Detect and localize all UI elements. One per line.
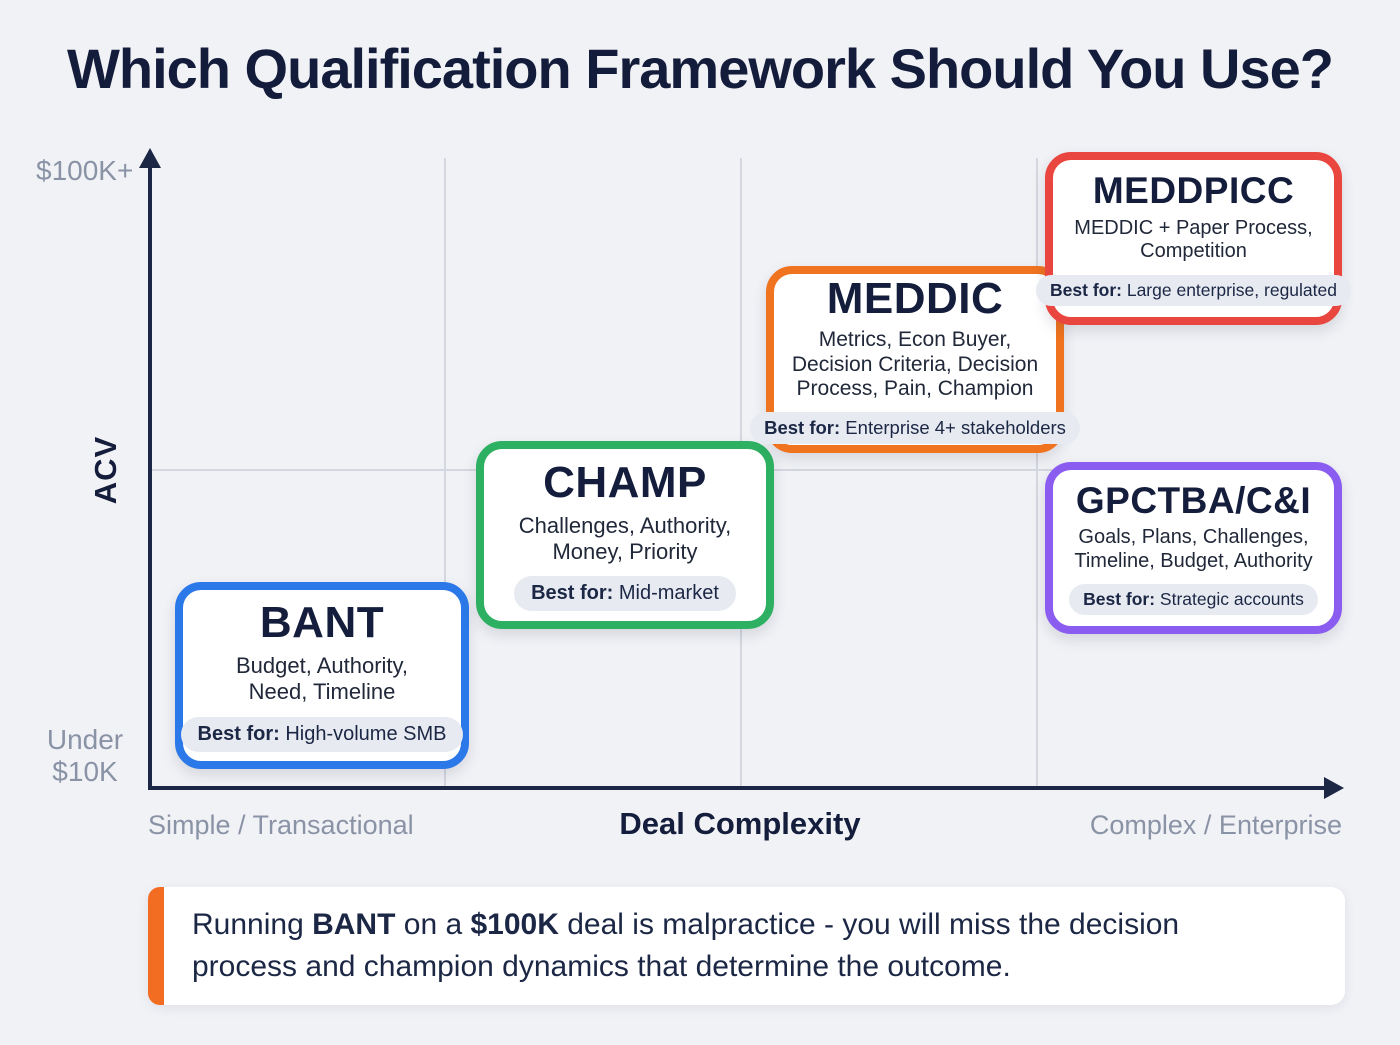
x-axis-line (148, 786, 1326, 790)
framework-components: Challenges, Authority, Money, Priority (519, 513, 731, 564)
gridline-vertical-3 (1036, 158, 1038, 788)
y-axis-title: ACV (88, 435, 123, 505)
best-for-value: Mid-market (613, 582, 719, 605)
framework-components-line: Competition (1140, 240, 1247, 263)
callout-text-line1: Running BANT on a $100K deal is malpract… (192, 904, 1315, 946)
framework-name: MEDDPICC (1092, 170, 1295, 212)
best-for-badge: Best for: Strategic accounts (1069, 584, 1318, 616)
x-axis-title: Deal Complexity (619, 806, 861, 841)
best-for-label: Best for: (764, 417, 841, 439)
framework-card-champ: CHAMP Challenges, Authority, Money, Prio… (476, 441, 774, 629)
best-for-label: Best for: (531, 582, 614, 605)
framework-components: Metrics, Econ Buyer, Decision Criteria, … (792, 328, 1038, 402)
framework-card-meddpicc: MEDDPICC MEDDIC + Paper Process, Competi… (1036, 152, 1351, 325)
framework-components: MEDDIC + Paper Process, Competition (1074, 217, 1312, 264)
callout-text: Running BANT on a $100K deal is malpract… (192, 904, 1315, 988)
best-for-value: Strategic accounts (1155, 589, 1304, 610)
y-axis-min-label-line2: $10K (52, 756, 118, 788)
x-axis-arrowhead-icon (1324, 777, 1344, 799)
best-for-badge: Best for: Large enterprise, regulated (1036, 274, 1351, 306)
callout-text-line2: process and champion dynamics that deter… (192, 950, 1011, 983)
best-for-value: High-volume SMB (279, 722, 447, 745)
callout-accent-bar (148, 887, 164, 1005)
best-for-badge: Best for: High-volume SMB (180, 716, 464, 752)
framework-components-line: Goals, Plans, Challenges, (1078, 526, 1309, 549)
best-for-value: Enterprise 4+ stakeholders (840, 417, 1066, 439)
framework-components-line: MEDDIC + Paper Process, (1074, 216, 1313, 239)
framework-card-bant: BANT Budget, Authority, Need, Timeline B… (175, 582, 469, 769)
best-for-value: Large enterprise, regulated (1121, 279, 1337, 300)
y-axis-arrowhead-icon (139, 148, 161, 168)
framework-components-line: Timeline, Budget, Authority (1074, 549, 1313, 572)
key-insight-callout: Running BANT on a $100K deal is malpract… (148, 887, 1345, 1005)
framework-components-line: Metrics, Econ Buyer, (818, 328, 1012, 352)
y-axis-line (148, 164, 152, 788)
framework-name: MEDDIC (826, 273, 1004, 323)
callout-segment: deal is malpractice - you will miss the … (558, 908, 1180, 941)
framework-components-line: Money, Priority (552, 538, 698, 564)
gridline-vertical-1 (444, 158, 446, 788)
best-for-badge: Best for: Enterprise 4+ stakeholders (750, 412, 1080, 445)
callout-bold-bant: BANT (312, 908, 396, 941)
framework-components: Goals, Plans, Challenges, Timeline, Budg… (1074, 526, 1312, 573)
framework-components-line: Budget, Authority, (235, 653, 409, 679)
y-axis-min-label-line1: Under (46, 724, 124, 755)
framework-components-line: Decision Criteria, Decision (791, 352, 1039, 376)
best-for-label: Best for: (1050, 279, 1122, 300)
framework-components-line: Need, Timeline (248, 679, 396, 705)
x-axis-max-label: Complex / Enterprise (1089, 810, 1342, 840)
best-for-badge: Best for: Mid-market (514, 576, 736, 612)
framework-components: Budget, Authority, Need, Timeline (236, 653, 408, 704)
y-axis-max-label: $100K+ (36, 155, 134, 186)
callout-bold-100k: $100K (470, 908, 559, 941)
framework-components-line: Process, Pain, Champion (796, 377, 1034, 401)
callout-segment: on a (395, 908, 471, 941)
y-axis-min-label: Under $10K (28, 724, 142, 788)
best-for-label: Best for: (197, 722, 280, 745)
x-axis-min-label: Simple / Transactional (148, 810, 414, 840)
framework-name: GPCTBA/C&I (1075, 479, 1312, 521)
framework-card-meddic: MEDDIC Metrics, Econ Buyer, Decision Cri… (750, 266, 1080, 453)
framework-name: BANT (259, 598, 385, 648)
framework-card-gpctba: GPCTBA/C&I Goals, Plans, Challenges, Tim… (1045, 462, 1342, 634)
callout-segment: Running (192, 908, 313, 941)
page-title: Which Qualification Framework Should You… (67, 37, 1334, 100)
best-for-label: Best for: (1083, 589, 1156, 610)
framework-components-line: Challenges, Authority, (518, 512, 732, 538)
framework-name: CHAMP (543, 457, 707, 507)
